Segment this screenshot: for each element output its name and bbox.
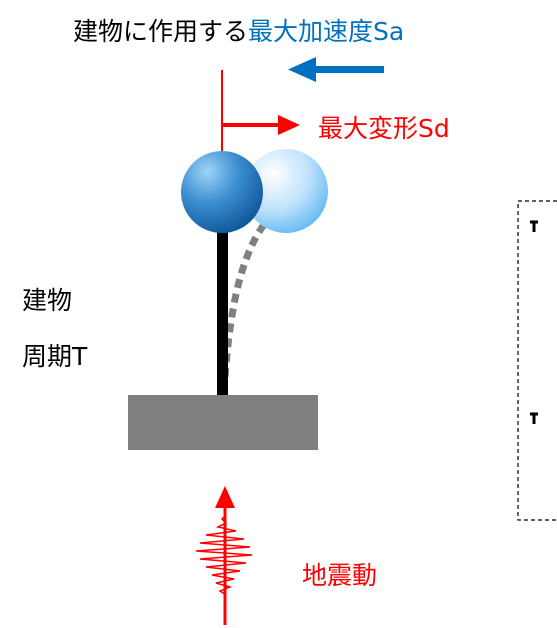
displaced-mass	[244, 149, 328, 233]
foundation-base	[128, 395, 318, 450]
ground-motion-arrow	[215, 486, 235, 625]
building-mass	[181, 151, 263, 233]
side-note-box	[517, 200, 557, 521]
max-displacement-label: 最大変形Sd	[318, 114, 450, 143]
acceleration-arrow	[288, 57, 384, 82]
displacement-arrow	[222, 115, 300, 135]
building-column	[217, 222, 228, 398]
period-label: 周期T	[22, 342, 88, 371]
title-prefix: 建物に作用する	[73, 17, 249, 46]
title-highlight: 最大加速度Sa	[248, 17, 405, 46]
deflected-column	[220, 219, 269, 393]
building-label: 建物	[22, 286, 73, 315]
ground-motion-label: 地震動	[302, 561, 378, 590]
diagram-title: 建物に作用する最大加速度Sa	[73, 19, 404, 44]
